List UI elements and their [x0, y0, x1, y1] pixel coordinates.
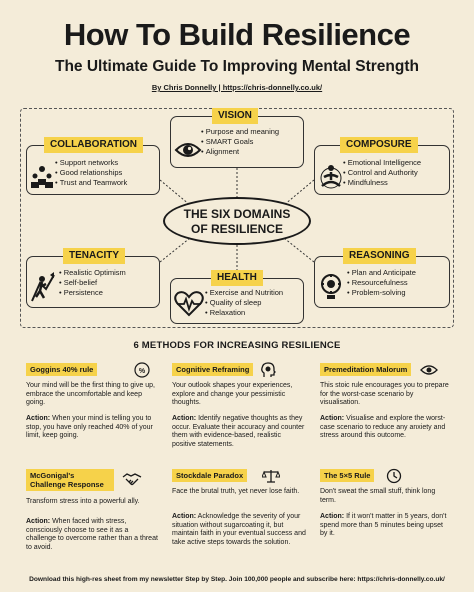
method-card: McGonigal's Challenge Response Transform… [26, 469, 158, 569]
domain-item: Persistence [59, 288, 126, 298]
percent-icon: % [134, 362, 150, 382]
action-label: Action: [320, 513, 345, 520]
action-label: Action: [320, 415, 345, 422]
center-title-line2: OF RESILIENCE [190, 222, 283, 236]
action-label: Action: [26, 415, 51, 422]
method-description: Face the brutal truth, yet never lose fa… [172, 488, 300, 495]
method-description: Transform stress into a powerful ally. [26, 498, 140, 505]
center-oval: THE SIX DOMAINS OF RESILIENCE [163, 197, 311, 245]
balance-icon [261, 469, 281, 487]
method-card: The 5×5 Rule Don't sweat the small stuff… [320, 468, 450, 569]
action-text: Identify negative thoughts as they occur… [172, 415, 305, 448]
domain-vision-label: VISION [212, 108, 258, 124]
domain-vision: Purpose and meaning SMART Goals Alignmen… [170, 116, 304, 168]
domain-item: Resourcefulness [347, 278, 416, 288]
heartbeat-icon [174, 291, 204, 322]
domain-item: Purpose and meaning [201, 127, 279, 137]
domain-health-label: HEALTH [211, 270, 263, 286]
domain-reasoning-label: REASONING [343, 248, 416, 264]
method-card: Goggins 40% rule % Your mind will be the… [26, 362, 158, 463]
head-gear-icon [260, 362, 276, 382]
domain-item: Problem-solving [347, 288, 416, 298]
method-description: Your outlook shapes your experiences, ex… [172, 382, 293, 407]
domain-item: Plan and Anticipate [347, 268, 416, 278]
method-label: Cognitive Reframing [172, 363, 254, 376]
method-label: Stockdale Paradox [172, 469, 248, 482]
domain-composure-label: COMPOSURE [340, 137, 418, 153]
method-action: Action: Identify negative thoughts as th… [172, 415, 306, 449]
action-label: Action: [172, 415, 197, 422]
domain-collaboration-label: COLLABORATION [44, 137, 144, 153]
method-label: Goggins 40% rule [26, 363, 98, 376]
domain-item: Trust and Teamwork [55, 178, 128, 188]
handshake-icon [122, 471, 142, 491]
method-action: Action: If it won't matter in 5 years, d… [320, 513, 450, 539]
action-text: Acknowledge the severity of your situati… [172, 513, 306, 546]
lightbulb-gear-icon [318, 273, 344, 306]
eye-icon [174, 139, 202, 166]
method-action: Action: When faced with stress, consciou… [26, 518, 158, 552]
center-title-line1: THE SIX DOMAINS [183, 207, 291, 221]
action-label: Action: [26, 518, 51, 525]
action-text: When faced with stress, consciously choo… [26, 518, 158, 551]
method-description: This stoic rule encourages you to prepar… [320, 382, 449, 407]
domain-item: Support networks [55, 158, 127, 168]
method-action: Action: Acknowledge the severity of your… [172, 513, 306, 547]
domain-item: Relaxation [205, 308, 283, 318]
action-text: If it won't matter in 5 years, don't spe… [320, 513, 447, 538]
domain-item: Alignment [201, 147, 279, 157]
domain-reasoning: Plan and Anticipate Resourcefulness Prob… [314, 256, 450, 308]
action-label: Action: [172, 513, 197, 520]
method-description: Don't sweat the small stuff, think long … [320, 488, 436, 504]
methods-title: 6 METHODS FOR INCREASING RESILIENCE [133, 340, 341, 351]
domain-item: Emotional Intelligence [343, 158, 421, 168]
method-label: McGonigal's Challenge Response [26, 469, 114, 491]
clock-icon [386, 468, 402, 488]
domain-item: Quality of sleep [205, 298, 283, 308]
action-text: Visualise and explore the worst-case sce… [320, 415, 446, 440]
footer-text[interactable]: Download this high-res sheet from my new… [29, 576, 445, 583]
byline[interactable]: By Chris Donnelly | https://chris-donnel… [151, 83, 323, 92]
eye-icon [420, 364, 438, 380]
page-subtitle: The Ultimate Guide To Improving Mental S… [55, 58, 419, 75]
domain-item: Control and Authority [343, 168, 421, 178]
method-action: Action: When your mind is telling you to… [26, 415, 158, 441]
connector-lines [159, 168, 315, 274]
page-title: How To Build Resilience [63, 17, 411, 52]
domain-item: Good relationships [55, 168, 127, 178]
meditation-icon [319, 164, 343, 195]
method-label: The 5×5 Rule [320, 469, 375, 482]
action-text: When your mind is telling you to stop, y… [26, 415, 153, 440]
method-card: Premeditation Malorum This stoic rule en… [320, 363, 450, 463]
domain-item: Mindfulness [343, 178, 421, 188]
domain-item: Self-belief [59, 278, 126, 288]
domain-item: Realistic Optimism [59, 268, 126, 278]
domain-tenacity-label: TENACITY [63, 248, 125, 264]
method-action: Action: Visualise and explore the worst-… [320, 415, 450, 441]
svg-text:%: % [139, 368, 146, 375]
domain-item: SMART Goals [201, 137, 279, 147]
method-description: Your mind will be the first thing to giv… [26, 382, 155, 407]
method-card: Stockdale Paradox Face the brutal truth,… [172, 469, 306, 569]
domain-composure: Emotional Intelligence Control and Autho… [314, 145, 450, 195]
domain-tenacity: Realistic Optimism Self-belief Persisten… [26, 256, 160, 308]
method-card: Cognitive Reframing Your outlook shapes … [172, 362, 306, 463]
people-icon [30, 164, 54, 195]
climber-icon [30, 271, 56, 308]
method-label: Premeditation Malorum [320, 363, 412, 376]
domain-item: Exercise and Nutrition [205, 288, 283, 298]
